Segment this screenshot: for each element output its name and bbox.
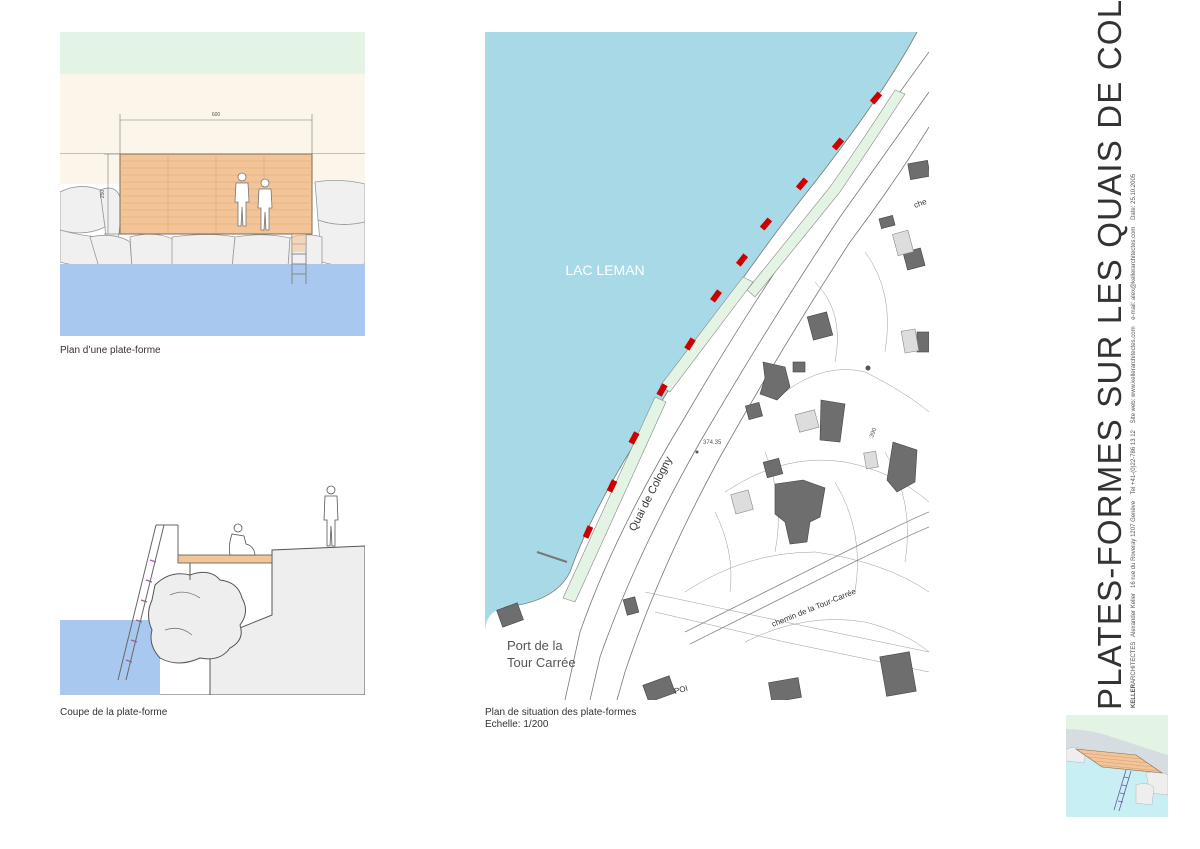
thumbnail-perspective: [1066, 715, 1168, 817]
port-label-line1: Port de la: [507, 638, 563, 653]
section-caption: Coupe de la plate-forme: [60, 707, 168, 718]
firm-person: Alexander Keller: [1131, 592, 1137, 637]
firm-email: e-mail: alex@kellerarchitectes.com: [1131, 226, 1137, 320]
title-block: PLATES-FORMES SUR LES QUAIS DE COLOGNY K…: [1090, 0, 1150, 710]
firm-tel: Tel +41-(0)22-786 13 12: [1131, 430, 1137, 495]
plan-dim-height: 250: [100, 190, 106, 199]
top-road-label: che: [913, 197, 929, 210]
firm-info: KELLERARCHITECTES Alexander Keller 16 ru…: [1130, 30, 1138, 710]
contour-label: 390: [869, 427, 878, 439]
platform-section-drawing: [60, 485, 365, 695]
altitude-label: 374.35: [703, 440, 722, 446]
port-label-line2: Tour Carrée: [507, 655, 576, 670]
firm-name-rest: ARCHITECTES: [1131, 641, 1137, 684]
site-caption: Plan de situation des plate-formes: [485, 707, 637, 718]
firm-address: 16 rue du Roveray 1207 Genève: [1131, 500, 1137, 588]
site-scale: Echelle: 1/200: [485, 719, 549, 730]
site-map: LAC LEMAN Quai de Cologny chemin de la T…: [485, 32, 929, 700]
plan-dim-width: 600: [212, 112, 221, 118]
firm-name-bold: KELLER: [1131, 684, 1137, 708]
sheet-title: PLATES-FORMES SUR LES QUAIS DE COLOGNY: [1091, 0, 1128, 710]
firm-web: Site web: www.kellerarchitectes.com: [1131, 326, 1137, 424]
platform-plan-drawing: 600 250: [60, 32, 365, 336]
firm-date: Date: 25.10.2005: [1131, 173, 1137, 220]
plan-caption: Plan d’une plate-forme: [60, 345, 161, 356]
bottom-road-label: POI: [673, 684, 689, 696]
lake-label: LAC LEMAN: [565, 262, 644, 278]
